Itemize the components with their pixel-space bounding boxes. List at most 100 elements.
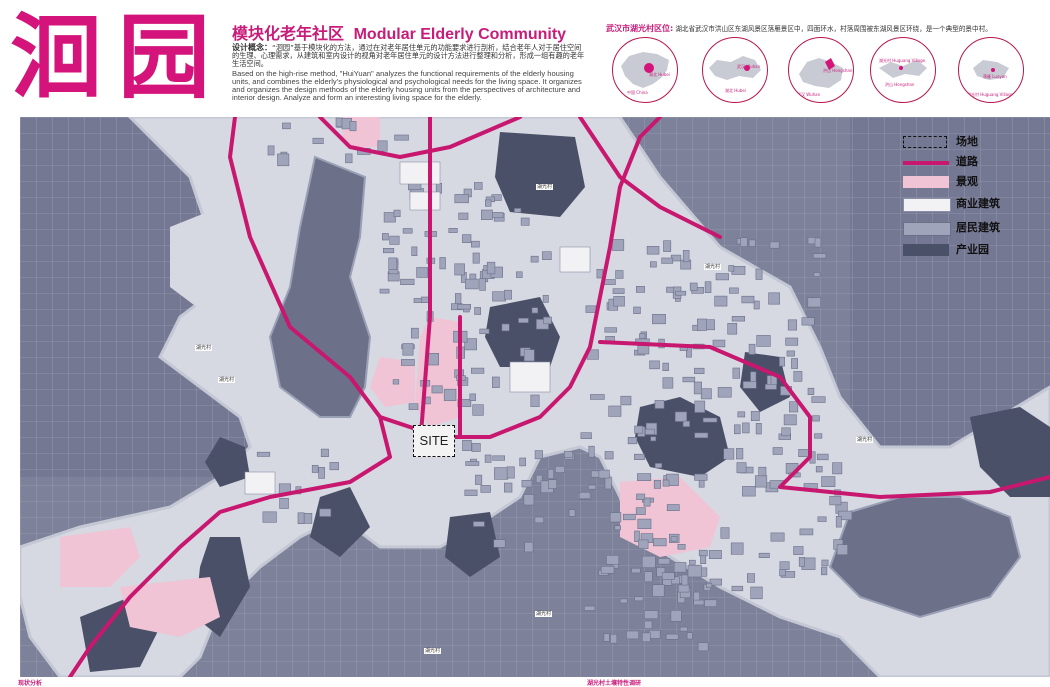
- residential-building: [662, 362, 669, 372]
- residential-building: [644, 428, 655, 435]
- residential-building: [439, 257, 446, 270]
- residential-building: [734, 424, 741, 435]
- residential-building: [480, 485, 491, 493]
- residential-building: [480, 209, 493, 220]
- residential-building: [534, 450, 543, 460]
- residential-building: [393, 209, 401, 217]
- residential-building: [389, 235, 400, 245]
- residential-building: [494, 467, 509, 480]
- residential-building: [464, 489, 478, 496]
- legend-label: 场地: [956, 135, 978, 148]
- footer-left: 现状分析: [18, 680, 43, 687]
- residential-building: [741, 295, 755, 304]
- legend-label: 产业园: [956, 243, 989, 256]
- residential-building: [670, 536, 678, 542]
- residential-building: [606, 554, 620, 565]
- residential-building: [687, 564, 702, 578]
- residential-building: [627, 436, 638, 445]
- residential-building: [706, 582, 713, 589]
- residential-building: [609, 512, 622, 523]
- residential-building: [297, 512, 305, 524]
- residential-building: [750, 411, 760, 421]
- residential-building: [381, 233, 389, 241]
- residential-building: [520, 217, 530, 226]
- residential-building: [531, 307, 539, 314]
- circle-1-label-a: 中国 China: [627, 90, 648, 95]
- residential-building: [614, 525, 621, 531]
- legend-swatch-industrial: [903, 244, 949, 256]
- residential-building: [474, 307, 482, 315]
- place-label: 湖光村: [218, 377, 236, 383]
- residential-building: [717, 387, 732, 398]
- residential-building: [619, 598, 628, 604]
- residential-building: [646, 246, 660, 255]
- residential-building: [584, 605, 596, 611]
- residential-building: [377, 140, 388, 152]
- residential-building: [620, 395, 632, 406]
- residential-building: [479, 278, 486, 291]
- residential-building: [652, 314, 666, 325]
- residential-building: [679, 626, 688, 632]
- residential-building: [737, 411, 746, 418]
- residential-building: [543, 316, 552, 325]
- residential-building: [661, 572, 675, 580]
- residential-building: [702, 417, 718, 423]
- residential-building: [697, 642, 709, 652]
- residential-building: [755, 475, 768, 488]
- legend-swatch-commercial: [903, 198, 951, 212]
- residential-building: [791, 358, 799, 369]
- residential-building: [798, 556, 805, 567]
- residential-building: [318, 466, 325, 479]
- residential-building: [781, 427, 791, 437]
- residential-building: [519, 457, 527, 467]
- residential-building: [666, 504, 680, 511]
- residential-building: [568, 509, 576, 517]
- residential-building: [400, 359, 415, 366]
- residential-building: [256, 451, 271, 457]
- place-label: 湖光村: [704, 264, 722, 270]
- residential-building: [811, 396, 826, 403]
- residential-building: [807, 237, 817, 245]
- residential-building: [516, 271, 523, 278]
- residential-building: [748, 239, 756, 247]
- residential-building: [657, 558, 671, 565]
- residential-building: [312, 137, 324, 145]
- residential-building: [736, 448, 744, 460]
- wuhan-outline-icon: [799, 58, 843, 88]
- residential-building: [588, 445, 595, 458]
- residential-building: [523, 494, 535, 506]
- residential-building: [807, 297, 821, 308]
- residential-building: [814, 433, 823, 439]
- residential-building: [465, 461, 480, 466]
- residential-building: [829, 496, 842, 506]
- residential-building: [634, 596, 644, 602]
- residential-building: [715, 273, 729, 281]
- residential-building: [675, 290, 687, 296]
- site-map: [20, 117, 1050, 677]
- site-marker[interactable]: SITE: [413, 425, 455, 457]
- residential-building: [807, 387, 815, 396]
- residential-building: [262, 511, 277, 523]
- residential-building: [681, 574, 689, 586]
- residential-building: [731, 585, 744, 592]
- circle-2-label-a: 武汉 Wuhan: [737, 64, 761, 69]
- residential-building: [729, 287, 739, 294]
- residential-building: [504, 289, 512, 300]
- residential-building: [694, 473, 708, 481]
- residential-building: [799, 528, 814, 536]
- legend-label: 居民建筑: [956, 221, 1000, 234]
- residential-building: [475, 474, 483, 485]
- residential-building: [611, 239, 625, 251]
- residential-building: [457, 304, 472, 310]
- residential-building: [424, 396, 431, 405]
- residential-building: [720, 527, 730, 539]
- residential-building: [666, 286, 674, 293]
- residential-building: [817, 516, 827, 522]
- residential-building: [600, 565, 615, 574]
- residential-building: [709, 578, 722, 586]
- residential-building: [723, 448, 735, 460]
- residential-building: [662, 377, 674, 389]
- residential-building: [634, 425, 644, 434]
- residential-building: [636, 493, 646, 500]
- residential-building: [521, 479, 533, 488]
